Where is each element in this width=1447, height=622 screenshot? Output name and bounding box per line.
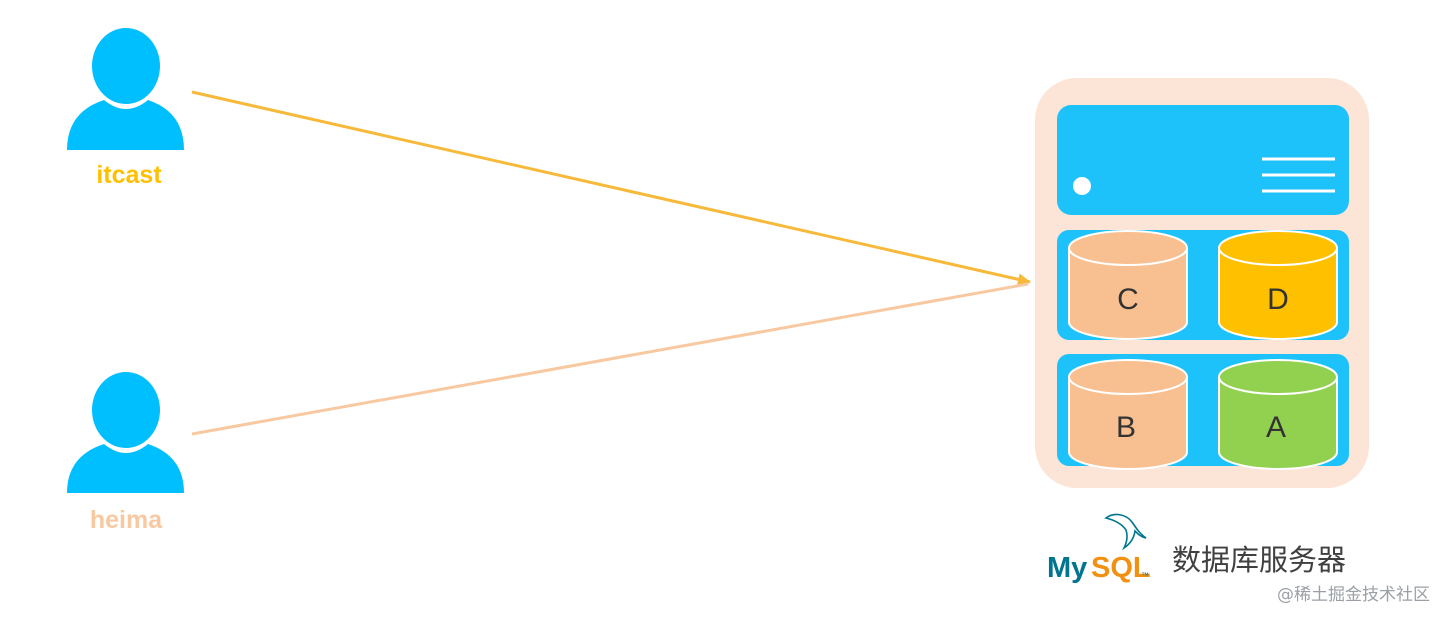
mysql-logo: My SQL ™ bbox=[1047, 513, 1151, 584]
user-heima: heima bbox=[67, 372, 184, 534]
database-label-a: A bbox=[1266, 411, 1286, 444]
watermark: @稀土掘金技术社区 bbox=[1277, 585, 1430, 605]
dolphin-icon bbox=[1104, 513, 1147, 551]
user-label-itcast: itcast bbox=[96, 161, 162, 189]
server-top-panel bbox=[1057, 105, 1349, 215]
database-c: C bbox=[1068, 230, 1188, 340]
database-label-b: B bbox=[1116, 411, 1136, 444]
database-d: D bbox=[1218, 230, 1338, 340]
power-light-icon bbox=[1073, 177, 1091, 195]
mysql-trademark: ™ bbox=[1141, 571, 1149, 580]
database-b: B bbox=[1068, 359, 1188, 470]
database-label-d: D bbox=[1267, 283, 1289, 316]
itcast-connection-arrow bbox=[191, 90, 1031, 286]
user-itcast: itcast bbox=[67, 28, 184, 189]
server-caption: 数据库服务器 bbox=[1172, 543, 1346, 577]
database-a: A bbox=[1218, 359, 1338, 470]
database-server: C D B A bbox=[1035, 78, 1369, 488]
mysql-wordmark-sql: SQL bbox=[1091, 552, 1151, 584]
mysql-wordmark-my: My bbox=[1047, 552, 1087, 584]
heima-connection-line bbox=[191, 282, 1029, 436]
user-icon bbox=[67, 28, 184, 150]
user-icon bbox=[67, 372, 184, 493]
vent-lines-icon bbox=[1262, 157, 1335, 193]
user-label-heima: heima bbox=[90, 506, 163, 534]
database-label-c: C bbox=[1117, 283, 1139, 316]
